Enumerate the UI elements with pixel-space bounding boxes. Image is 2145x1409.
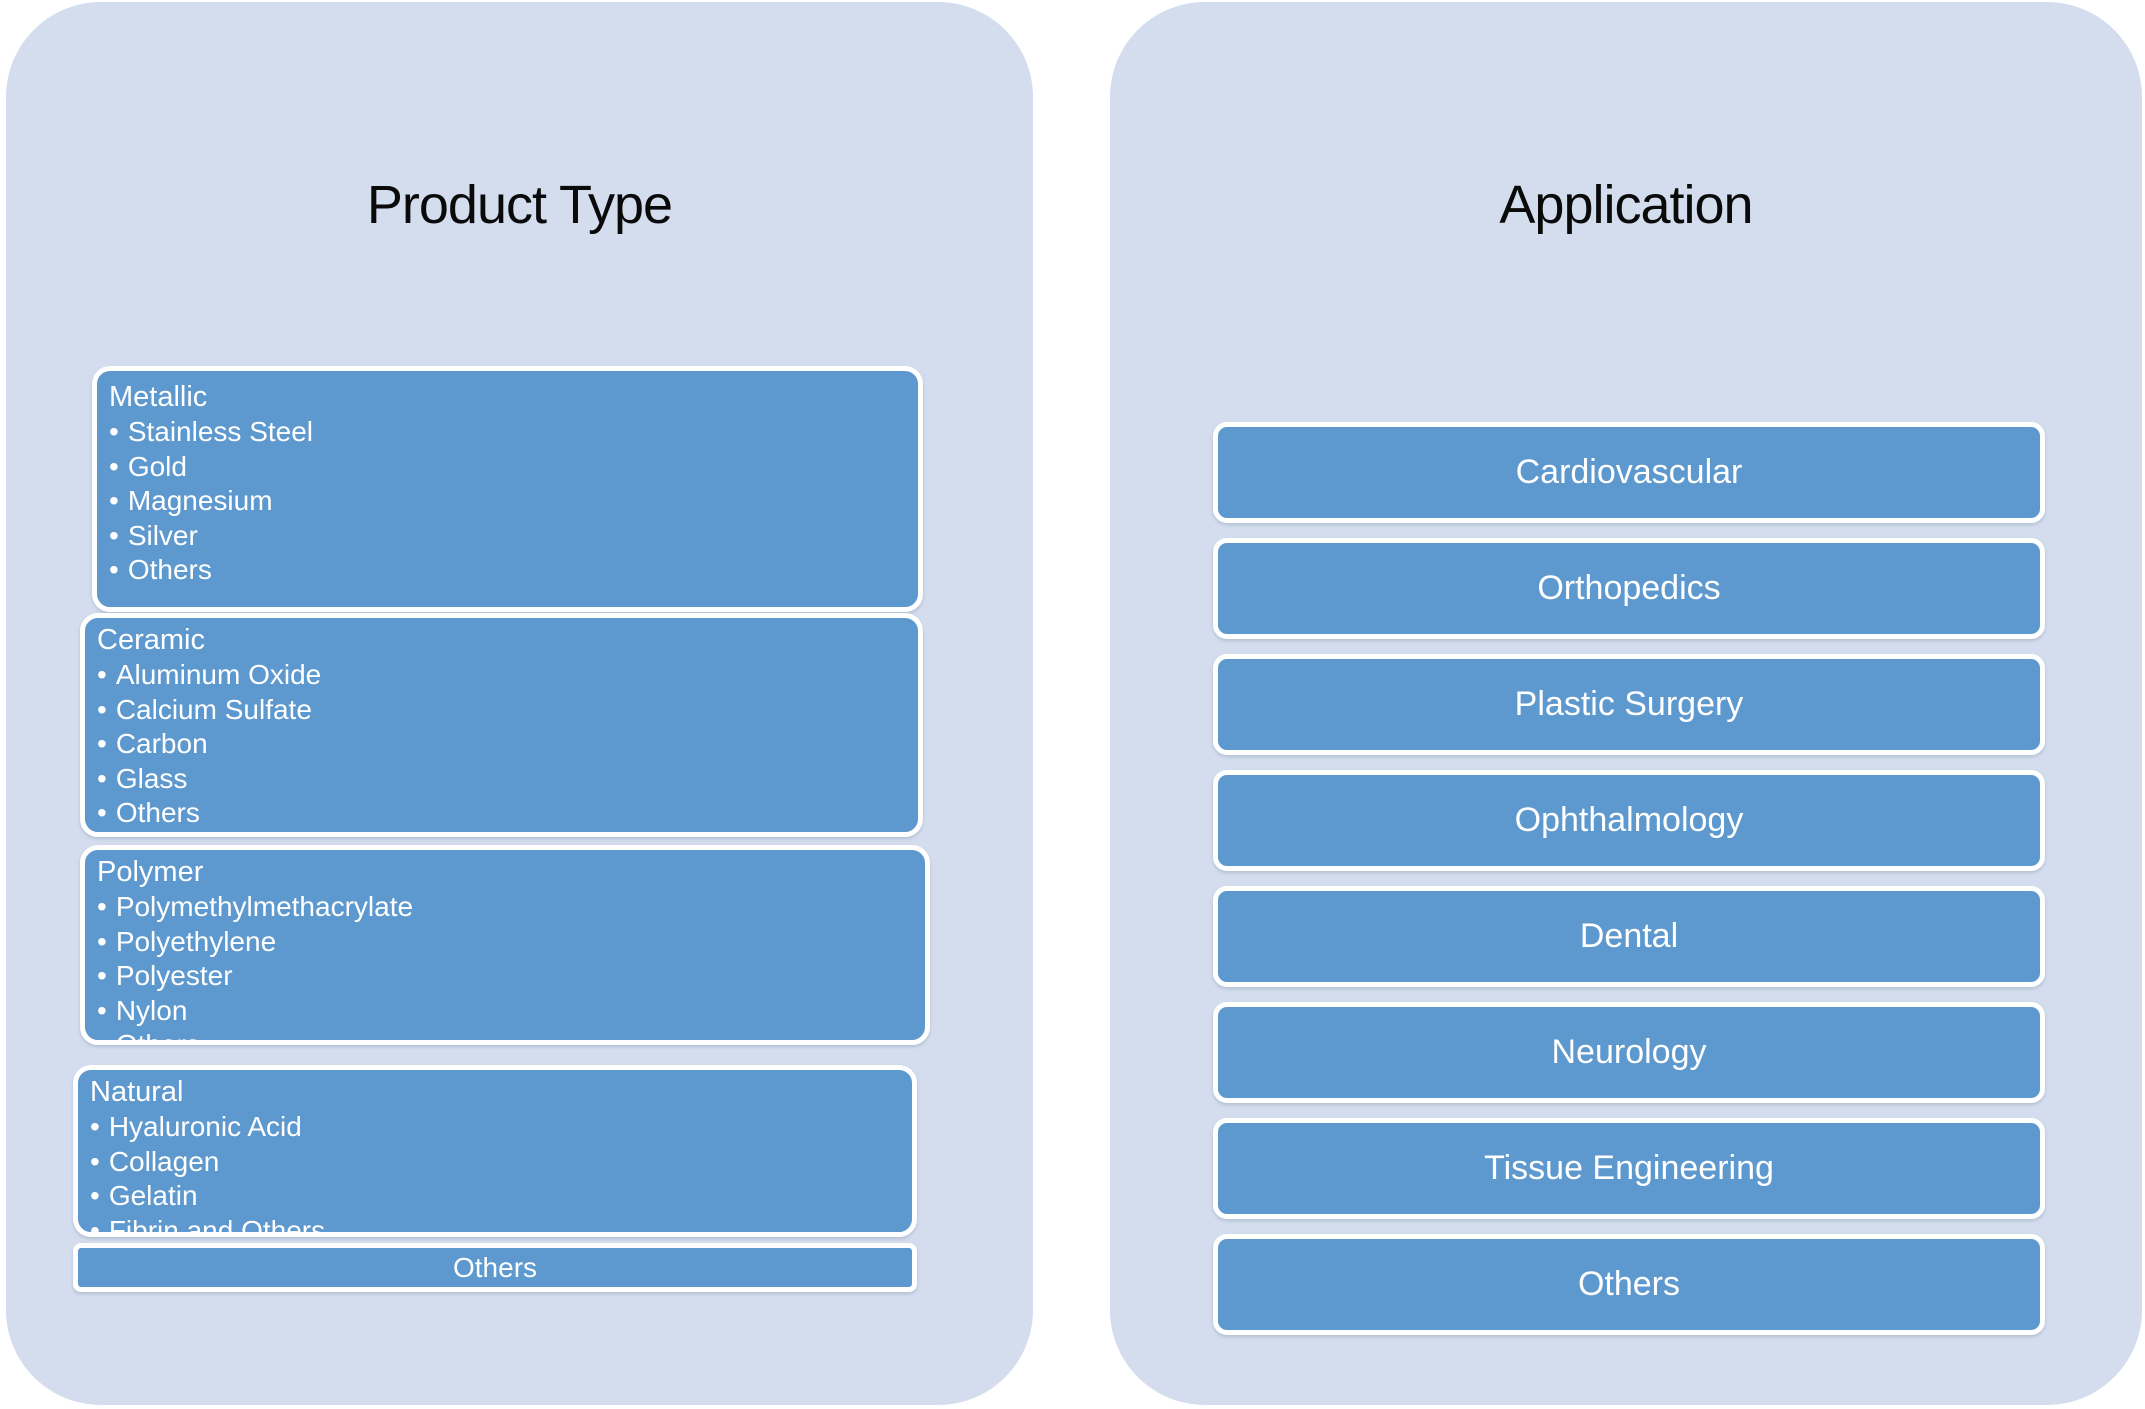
- bullet-item: Magnesium: [109, 484, 906, 519]
- bullet-item: Hyaluronic Acid: [90, 1110, 900, 1145]
- category-items: Hyaluronic Acid Collagen Gelatin Fibrin …: [90, 1110, 900, 1233]
- category-items: Stainless Steel Gold Magnesium Silver Ot…: [109, 415, 906, 588]
- bullet-item: Fibrin and Others: [90, 1214, 900, 1233]
- category-title: Polymer: [97, 856, 204, 888]
- bullet-item: Others: [97, 796, 906, 831]
- product-type-panel: Product Type Metallic Stainless Steel Go…: [6, 2, 1033, 1405]
- bullet-item: Others: [97, 1028, 913, 1040]
- category-box-natural: Natural Hyaluronic Acid Collagen Gelatin…: [73, 1065, 917, 1237]
- category-items: Polymethylmethacrylate Polyethylene Poly…: [97, 890, 913, 1040]
- application-box-orthopedics: Orthopedics: [1213, 538, 2045, 639]
- application-box-cardiovascular: Cardiovascular: [1213, 422, 2045, 523]
- bullet-item: Stainless Steel: [109, 415, 906, 450]
- bullet-item: Gold: [109, 450, 906, 485]
- bullet-item: Silver: [109, 519, 906, 554]
- application-box-dental: Dental: [1213, 886, 2045, 987]
- application-box-plastic-surgery: Plastic Surgery: [1213, 654, 2045, 755]
- category-title: Natural: [90, 1076, 184, 1108]
- bullet-item: Aluminum Oxide: [97, 658, 906, 693]
- application-box-tissue-engineering: Tissue Engineering: [1213, 1118, 2045, 1219]
- bullet-item: Others: [109, 553, 906, 588]
- application-box-stack: Cardiovascular Orthopedics Plastic Surge…: [1213, 422, 2045, 1335]
- bullet-item: Polymethylmethacrylate: [97, 890, 913, 925]
- product-type-others-box: Others: [73, 1243, 917, 1292]
- bullet-item: Glass: [97, 762, 906, 797]
- category-box-metallic: Metallic Stainless Steel Gold Magnesium …: [92, 366, 923, 612]
- bullet-item: Collagen: [90, 1145, 900, 1180]
- category-box-ceramic: Ceramic Aluminum Oxide Calcium Sulfate C…: [80, 613, 923, 837]
- bullet-item: Polyethylene: [97, 925, 913, 960]
- application-title: Application: [1499, 175, 1753, 235]
- bullet-item: Gelatin: [90, 1179, 900, 1214]
- category-title: Ceramic: [97, 624, 205, 656]
- bullet-item: Carbon: [97, 727, 906, 762]
- bullet-item: Nylon: [97, 994, 913, 1029]
- product-type-title: Product Type: [366, 175, 673, 235]
- category-box-polymer: Polymer Polymethylmethacrylate Polyethyl…: [80, 845, 930, 1045]
- category-items: Aluminum Oxide Calcium Sulfate Carbon Gl…: [97, 658, 906, 831]
- application-box-neurology: Neurology: [1213, 1002, 2045, 1103]
- application-box-ophthalmology: Ophthalmology: [1213, 770, 2045, 871]
- bullet-item: Calcium Sulfate: [97, 693, 906, 728]
- application-box-others: Others: [1213, 1234, 2045, 1335]
- bullet-item: Polyester: [97, 959, 913, 994]
- application-panel: Application Cardiovascular Orthopedics P…: [1110, 2, 2142, 1405]
- category-title: Metallic: [109, 381, 208, 413]
